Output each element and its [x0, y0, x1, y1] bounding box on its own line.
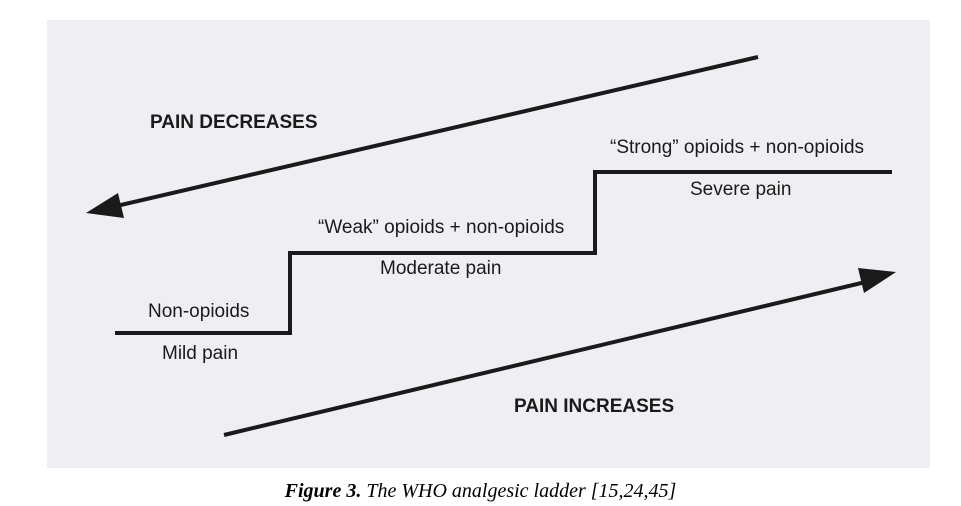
caption-text: The WHO analgesic ladder [15,24,45] [366, 480, 677, 502]
pain-increases-label: PAIN INCREASES [514, 396, 675, 417]
pain-decreases-label: PAIN DECREASES [150, 112, 318, 133]
pain-decreases-arrow-shaft [107, 55, 759, 210]
pain-increases-arrowhead [858, 268, 896, 293]
diagram-panel [47, 20, 930, 468]
figure-caption: Figure 3. The WHO analgesic ladder [15,2… [0, 480, 961, 503]
step-1-treatment: Non-opioids [148, 301, 250, 322]
step-1-pain: Mild pain [162, 343, 239, 364]
pain-decreases-arrowhead [86, 193, 124, 218]
step-3-pain: Severe pain [690, 179, 792, 200]
ladder-steps-line [115, 170, 892, 335]
step-2-pain: Moderate pain [380, 258, 502, 279]
step-3-treatment: “Strong” opioids + non-opioids [610, 137, 865, 158]
pain-increases-arrow-shaft [223, 278, 875, 437]
caption-label: Figure 3. [284, 480, 362, 502]
step-2-treatment: “Weak” opioids + non-opioids [318, 217, 565, 238]
